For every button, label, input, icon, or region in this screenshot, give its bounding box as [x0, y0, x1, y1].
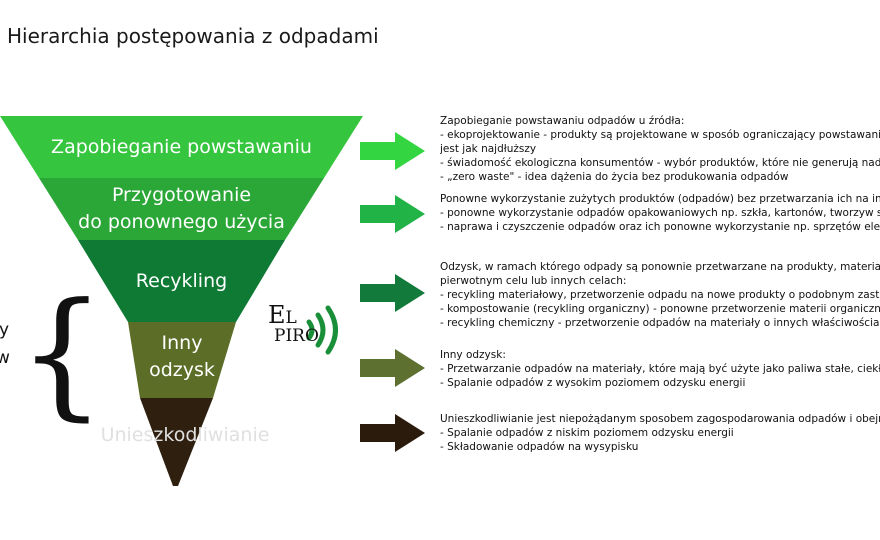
arrow-1: [360, 132, 425, 170]
page-title: Hierarchia postępowania z odpadami: [7, 24, 379, 48]
level-band-5: [140, 398, 213, 486]
description-line: Inny odzysk:: [440, 349, 506, 361]
description-line: - naprawa i czyszczenie odpadów oraz ich…: [440, 221, 880, 233]
description-line: - Spalanie odpadów z niskim poziomem odz…: [440, 427, 734, 439]
level-label-line: Inny: [161, 332, 203, 354]
description-4: Inny odzysk: - Przetwarzanie odpadów na …: [440, 348, 880, 390]
description-line: Ponowne wykorzystanie zużytych produktów…: [440, 193, 880, 205]
level-band-2: [39, 178, 324, 240]
level-label-line: odzysk: [149, 359, 215, 381]
description-line: pierwotnym celu lub innych celach:: [440, 275, 627, 287]
description-line: - ponowne wykorzystanie odpadów opakowan…: [440, 207, 880, 219]
description-line: - Przetwarzanie odpadów na materiały, kt…: [440, 363, 880, 375]
description-line: - recykling materiałowy, przetworzenie o…: [440, 289, 880, 301]
level-label-5: Unieszkodliwianie: [60, 422, 310, 449]
description-3: Odzysk, w ramach którego odpady są ponow…: [440, 260, 880, 330]
logo-letter: E: [268, 301, 286, 329]
description-line: Zapobieganie powstawaniu odpadów u źródł…: [440, 115, 685, 127]
level-label-2: Przygotowanie do ponownego użycia: [39, 182, 324, 236]
description-line: - świadomość ekologiczna konsumentów - w…: [440, 157, 880, 169]
description-line: - recykling chemiczny - przetworzenie od…: [440, 317, 880, 329]
side-label-2: w: [0, 348, 10, 368]
logo-text: PIRO: [274, 326, 319, 346]
arrow-3: [360, 274, 425, 312]
signal-waves-icon: [306, 305, 338, 355]
curly-brace: {: [18, 273, 106, 434]
description-line: - Składowanie odpadów na wysypisku: [440, 441, 639, 453]
description-1: Zapobieganie powstawaniu odpadów u źródł…: [440, 114, 880, 184]
arrow-2: [360, 195, 425, 233]
description-5: Unieszkodliwianie jest niepożądanym spos…: [440, 412, 880, 454]
level-label-line: do ponownego użycia: [78, 211, 285, 233]
logo-letter: L: [285, 308, 297, 328]
level-label-line: Unieszkodliwianie: [100, 424, 270, 446]
description-line: - „zero waste" - idea dążenia do życia b…: [440, 171, 789, 183]
level-label-3: Recykling: [78, 268, 285, 295]
elpiro-logo: EL PIRO: [268, 303, 319, 346]
description-line: - ekoprojektowanie - produkty są projekt…: [440, 129, 880, 141]
level-label-line: Recykling: [135, 270, 228, 292]
description-2: Ponowne wykorzystanie zużytych produktów…: [440, 192, 880, 234]
arrow-4: [360, 349, 425, 387]
level-band-3: [78, 240, 285, 322]
level-label-1: Zapobieganie powstawaniu: [0, 134, 363, 161]
side-label-1: y: [0, 320, 10, 340]
description-line: - Spalanie odpadów z wysokim poziomem od…: [440, 377, 746, 389]
description-line: Odzysk, w ramach którego odpady są ponow…: [440, 261, 880, 273]
level-label-line: Przygotowanie: [111, 184, 252, 206]
level-label-line: Zapobieganie powstawaniu: [51, 136, 312, 158]
level-label-4: Inny odzysk: [110, 330, 254, 384]
level-band-4: [128, 322, 236, 398]
arrow-5: [360, 414, 425, 452]
description-line: - kompostowanie (recykling organiczny) -…: [440, 303, 880, 315]
description-line: jest jak najdłuższy: [440, 143, 537, 155]
description-line: Unieszkodliwianie jest niepożądanym spos…: [440, 413, 880, 425]
level-band-1: [0, 116, 363, 178]
